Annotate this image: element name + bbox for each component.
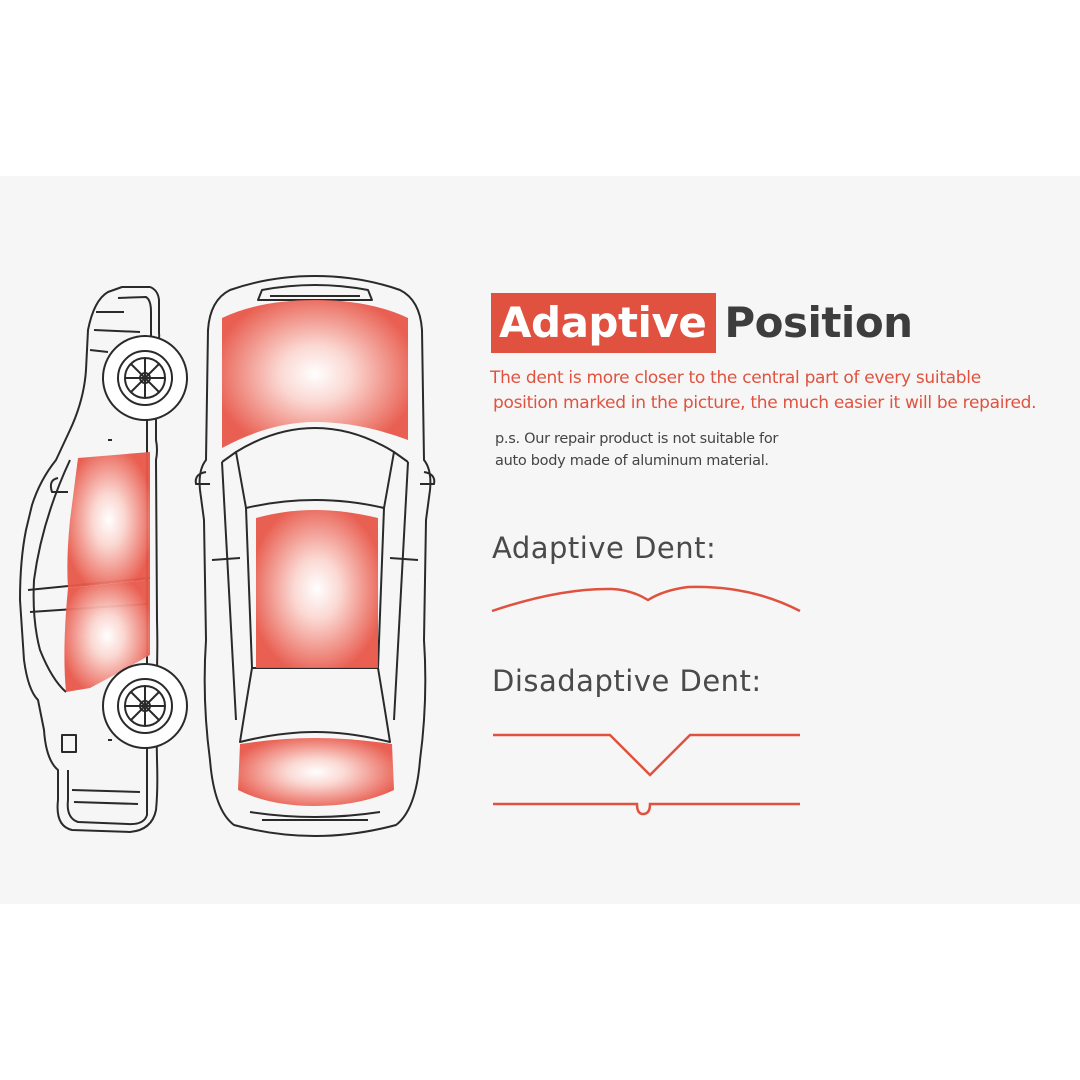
top-hood-zone xyxy=(222,300,408,448)
note-line-1: p.s. Our repair product is not suitable … xyxy=(495,431,779,447)
description-line-2: position marked in the picture, the much… xyxy=(493,393,1037,413)
page-title: Adaptive Position xyxy=(491,293,913,353)
adaptive-dent-label: Adaptive Dent: xyxy=(492,531,717,565)
disadaptive-dent-label: Disadaptive Dent: xyxy=(492,664,762,698)
aluminum-note: p.s. Our repair product is not suitable … xyxy=(495,428,778,472)
title-highlight: Adaptive xyxy=(491,293,717,353)
description-line-1: The dent is more closer to the central p… xyxy=(490,368,981,388)
side-front-wheel xyxy=(102,335,188,421)
note-line-2: auto body made of aluminum material. xyxy=(495,453,769,469)
side-front-door-zone xyxy=(67,452,150,588)
title-rest: Position xyxy=(724,298,913,347)
top-roof-zone xyxy=(256,510,378,668)
side-rear-door-zone xyxy=(64,580,150,692)
description: The dent is more closer to the central p… xyxy=(490,366,1080,416)
side-rear-wheel xyxy=(102,663,188,749)
top-trunk-zone xyxy=(238,738,394,806)
